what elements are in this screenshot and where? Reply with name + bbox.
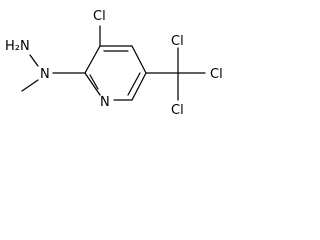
ring-bond-n1-c2-inner <box>89 74 99 90</box>
atom-label-cl-top: Cl <box>171 34 184 49</box>
ring-bond-c5-c6-inner <box>127 72 141 96</box>
atom-label-cl-right: Cl <box>210 67 223 82</box>
ring-bond-c4-c5 <box>131 45 147 74</box>
ring-bond-c2-c3 <box>84 45 101 74</box>
atom-label-cl-bottom: Cl <box>171 103 184 118</box>
ring-bond-c5-c6 <box>131 72 147 101</box>
ring-bond-n1-c2 <box>84 72 101 96</box>
atom-label-hydrazine-nh2: H₂N <box>5 39 30 54</box>
atom-label-n-amine: N <box>40 67 50 82</box>
atom-label-cl-ring: Cl <box>93 9 106 24</box>
atom-label-n-pyridine: N <box>100 95 110 110</box>
bond-n-nh2 <box>29 54 39 67</box>
chemical-structure-diagram: H₂N N Cl N Cl Cl Cl <box>5 9 223 118</box>
bond-n-methyl <box>21 79 39 92</box>
